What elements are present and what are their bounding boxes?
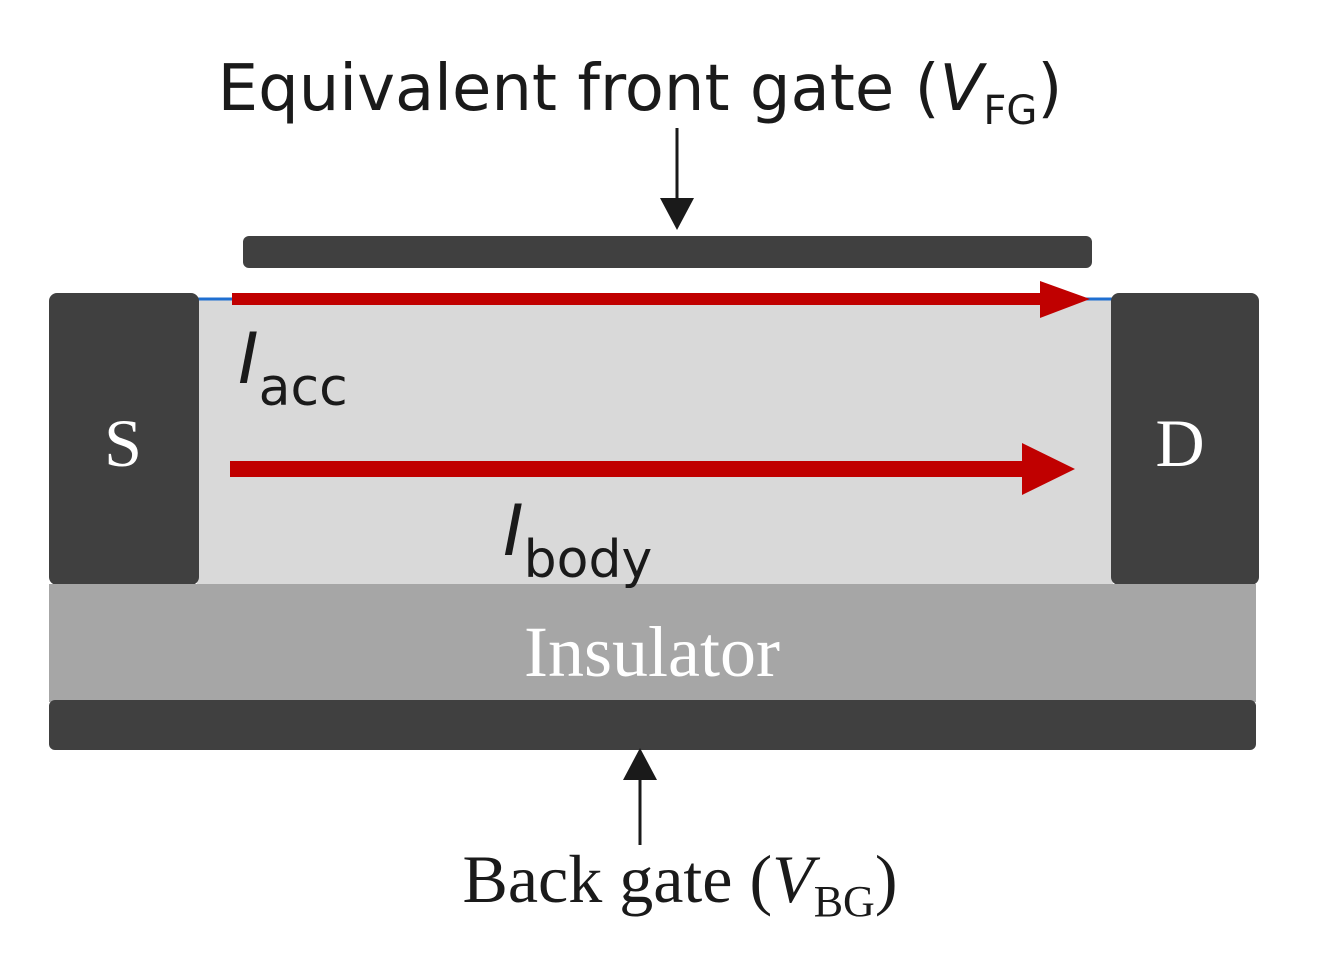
back-gate-var: V (772, 841, 821, 917)
back-gate-sub: BG (814, 877, 875, 926)
insulator-layer (49, 584, 1256, 702)
back-gate-title: Back gate (VBG) (463, 841, 898, 926)
body-current-sub: body (524, 530, 653, 590)
body-current-label: Ibody (503, 490, 652, 590)
front-gate-close: ) (1037, 52, 1062, 126)
acc-current-sub: acc (259, 358, 348, 418)
back-gate-close: ) (875, 841, 898, 917)
insulator-label: Insulator (524, 612, 780, 692)
front-gate-electrode (243, 236, 1092, 268)
back-gate-arrow (623, 748, 657, 845)
acc-current-label: Iacc (238, 318, 348, 418)
front-gate-label: Equivalent front gate ( (218, 52, 940, 126)
acc-current-var: I (238, 318, 259, 400)
source-electrode (49, 293, 199, 585)
front-gate-var: V (940, 52, 988, 126)
body-current-var: I (503, 490, 524, 572)
source-label: S (104, 405, 142, 481)
front-gate-title: Equivalent front gate (VFG) (218, 52, 1063, 134)
back-gate-label: Back gate ( (463, 841, 773, 917)
back-gate-electrode (49, 700, 1256, 750)
drain-electrode (1111, 293, 1259, 585)
front-gate-arrow (660, 128, 694, 230)
channel-body (197, 298, 1113, 585)
accumulation-current-arrow (232, 281, 1090, 318)
body-current-arrow (230, 443, 1075, 495)
drain-label: D (1155, 405, 1204, 481)
front-gate-sub: FG (983, 88, 1037, 134)
